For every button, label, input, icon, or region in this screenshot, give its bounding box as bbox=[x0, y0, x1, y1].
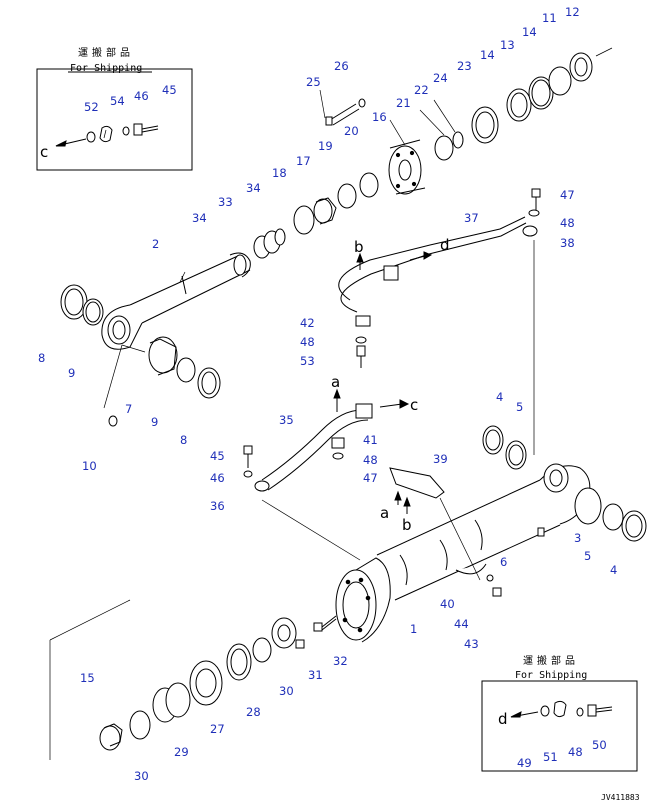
flow-label-a-lower: a bbox=[380, 504, 389, 522]
callout-2: 2 bbox=[152, 237, 159, 251]
callout-14-lower: 14 bbox=[480, 48, 495, 62]
callout-45-main: 45 bbox=[210, 449, 225, 463]
callout-43: 43 bbox=[464, 637, 479, 651]
callout-13: 13 bbox=[500, 38, 515, 52]
callout-44: 44 bbox=[454, 617, 469, 631]
piston-rod-assembly bbox=[60, 47, 613, 427]
callout-52: 52 bbox=[84, 100, 99, 114]
callout-14-upper: 14 bbox=[522, 25, 537, 39]
flow-label-a-upper: a bbox=[331, 373, 340, 391]
callout-22: 22 bbox=[414, 83, 429, 97]
callout-49: 49 bbox=[517, 756, 532, 770]
callout-45-box: 45 bbox=[162, 83, 177, 97]
callout-30-right: 30 bbox=[279, 684, 294, 698]
callout-24: 24 bbox=[433, 71, 448, 85]
callout-3: 3 bbox=[574, 531, 581, 545]
callout-39: 39 bbox=[433, 452, 448, 466]
flow-label-b-lower: b bbox=[402, 516, 412, 534]
callout-5-lower: 5 bbox=[584, 549, 591, 563]
callout-5-upper: 5 bbox=[516, 400, 523, 414]
callout-41: 41 bbox=[363, 433, 378, 447]
drawing-code: JV411883 bbox=[601, 793, 640, 802]
callout-17: 17 bbox=[296, 154, 311, 168]
callout-20: 20 bbox=[344, 124, 359, 138]
flow-label-b-upper: b bbox=[354, 238, 364, 256]
callout-29: 29 bbox=[174, 745, 189, 759]
shipping-box-jp-label-2: 運搬部品 bbox=[523, 654, 579, 667]
callout-15: 15 bbox=[80, 671, 95, 685]
callout-4-lower: 4 bbox=[610, 563, 617, 577]
shipping-box-top-left: 運搬部品 For Shipping c bbox=[36, 46, 193, 171]
callout-51: 51 bbox=[543, 750, 558, 764]
callout-4-upper: 4 bbox=[496, 390, 503, 404]
callout-36: 36 bbox=[210, 499, 225, 513]
callout-labels: 1 2 3 4 4 5 5 6 7 8 8 9 9 10 11 12 13 14… bbox=[38, 5, 617, 783]
shipping-box-en-label-2: For Shipping bbox=[515, 670, 587, 681]
callout-33: 33 bbox=[218, 195, 233, 209]
callout-30-left: 30 bbox=[134, 769, 149, 783]
callout-18: 18 bbox=[272, 166, 287, 180]
callout-47-upper: 47 bbox=[560, 188, 575, 202]
callout-8-lower: 8 bbox=[180, 433, 187, 447]
callout-9-upper: 9 bbox=[68, 366, 75, 380]
callout-38: 38 bbox=[560, 236, 575, 250]
callout-53: 53 bbox=[300, 354, 315, 368]
callout-6: 6 bbox=[500, 555, 507, 569]
callout-7: 7 bbox=[125, 402, 132, 416]
callout-28: 28 bbox=[246, 705, 261, 719]
callout-46-box: 46 bbox=[134, 89, 149, 103]
callout-54: 54 bbox=[110, 94, 125, 108]
hose-35: a c bbox=[243, 373, 418, 561]
callout-12: 12 bbox=[565, 5, 580, 19]
callout-19: 19 bbox=[318, 139, 333, 153]
shipping-box-jp-label: 運搬部品 bbox=[78, 46, 134, 59]
callout-1: 1 bbox=[410, 622, 417, 636]
callout-11: 11 bbox=[542, 11, 557, 25]
callout-8-upper: 8 bbox=[38, 351, 45, 365]
cylinder-head-assembly bbox=[49, 599, 337, 760]
cylinder-tube-1: a b bbox=[335, 425, 647, 643]
callout-34-lower: 34 bbox=[192, 211, 207, 225]
callout-10: 10 bbox=[82, 459, 97, 473]
callout-42: 42 bbox=[300, 316, 315, 330]
callout-32: 32 bbox=[333, 654, 348, 668]
callout-46-main: 46 bbox=[210, 471, 225, 485]
callout-50: 50 bbox=[592, 738, 607, 752]
callout-27: 27 bbox=[210, 722, 225, 736]
callout-25: 25 bbox=[306, 75, 321, 89]
hose-37: b d bbox=[338, 188, 541, 455]
callout-26: 26 bbox=[334, 59, 349, 73]
callout-48-shipping: 48 bbox=[568, 745, 583, 759]
callout-37: 37 bbox=[464, 211, 479, 225]
flow-label-c-shipping: c bbox=[40, 143, 48, 161]
callout-48-left: 48 bbox=[300, 335, 315, 349]
flow-label-d-shipping: d bbox=[498, 710, 508, 728]
shipping-box-en-label: For Shipping bbox=[70, 63, 142, 74]
callout-47-lower: 47 bbox=[363, 471, 378, 485]
callout-16: 16 bbox=[372, 110, 387, 124]
callout-21: 21 bbox=[396, 96, 411, 110]
shipping-box-bottom-right: 運搬部品 For Shipping d bbox=[481, 654, 638, 772]
callout-31: 31 bbox=[308, 668, 323, 682]
flow-label-c-upper: c bbox=[410, 396, 418, 414]
callout-40: 40 bbox=[440, 597, 455, 611]
callout-34-upper: 34 bbox=[246, 181, 261, 195]
callout-48-upper: 48 bbox=[560, 216, 575, 230]
callout-9-lower: 9 bbox=[151, 415, 158, 429]
flow-label-d-upper: d bbox=[440, 236, 450, 254]
callout-35: 35 bbox=[279, 413, 294, 427]
callout-48-mid: 48 bbox=[363, 453, 378, 467]
leader-lines bbox=[179, 89, 456, 283]
callout-23: 23 bbox=[457, 59, 472, 73]
